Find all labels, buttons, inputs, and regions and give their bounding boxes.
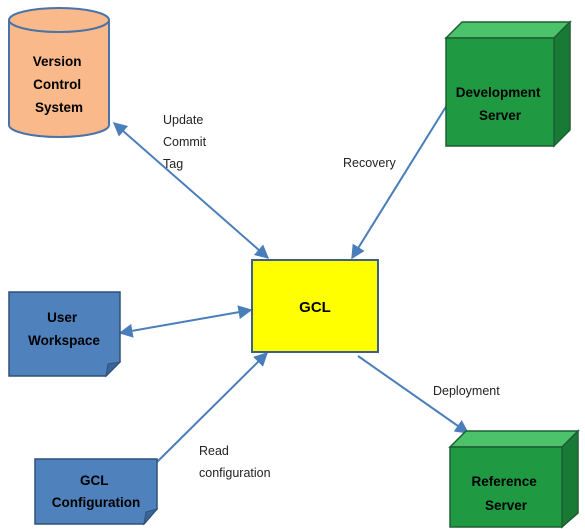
node-label-line: Server xyxy=(485,498,528,513)
edge-label-line: configuration xyxy=(199,466,271,480)
vcs-label: Version Control System xyxy=(33,54,86,115)
edge-vcs-gcl xyxy=(112,122,270,259)
gcl-label: GCL xyxy=(299,299,331,316)
gcl-node: GCL xyxy=(251,259,379,353)
edge-label-recovery: Recovery xyxy=(343,156,397,170)
reference-server-node: Reference Server xyxy=(448,429,580,529)
node-label-line: Workspace xyxy=(28,333,100,348)
development-server-node: Development Server xyxy=(444,20,572,148)
user-workspace-label: User Workspace xyxy=(28,310,100,348)
node-label-line: Control xyxy=(33,77,81,92)
edges xyxy=(112,104,470,463)
edge-workspace-gcl xyxy=(118,305,253,338)
edge-labels: Update Commit Tag Recovery Read configur… xyxy=(163,113,500,480)
edge-dev-gcl xyxy=(351,104,448,260)
reference-server-label: Reference Server xyxy=(471,474,540,513)
gcl-configuration-node: GCL Configuration xyxy=(34,458,159,526)
node-label-line: Version xyxy=(33,54,82,69)
edge-label-read-configuration: Read configuration xyxy=(199,444,271,480)
edge-config-gcl xyxy=(156,352,268,463)
edge-label-line: Recovery xyxy=(343,156,397,170)
development-server-label: Development Server xyxy=(456,85,545,123)
version-control-system-node: Version Control System xyxy=(8,7,110,138)
user-workspace-node: User Workspace xyxy=(8,291,122,378)
node-label-line: Development xyxy=(456,85,541,100)
gcl-configuration-label: GCL Configuration xyxy=(52,473,140,510)
edge-label-line: Update xyxy=(163,113,203,127)
node-label-line: Server xyxy=(479,108,522,123)
edge-label-vcs-gcl: Update Commit Tag xyxy=(163,113,210,171)
edge-label-deployment: Deployment xyxy=(433,384,500,398)
node-label-line: GCL xyxy=(80,473,108,488)
edge-label-line: Deployment xyxy=(433,384,500,398)
edge-label-line: Tag xyxy=(163,157,183,171)
edge-gcl-ref xyxy=(357,355,470,434)
node-label-line: Configuration xyxy=(52,495,140,510)
edge-label-line: Read xyxy=(199,444,229,458)
edge-label-line: Commit xyxy=(163,135,207,149)
node-label-line: Reference xyxy=(471,474,537,489)
node-label-line: User xyxy=(47,310,78,325)
node-label-line: System xyxy=(35,100,83,115)
